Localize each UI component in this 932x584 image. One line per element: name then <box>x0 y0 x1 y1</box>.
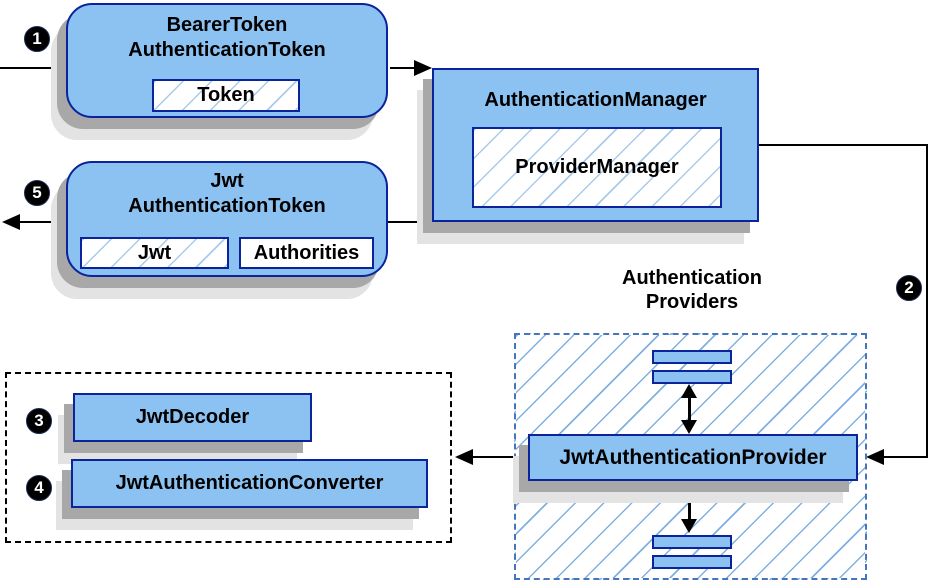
arrowhead-into-converters-icon <box>455 449 473 465</box>
step-badge-1-number: 1 <box>32 29 42 48</box>
node-jwt-authentication-provider: JwtAuthenticationProvider <box>528 434 858 481</box>
arrowhead-into-providers-icon <box>866 449 884 465</box>
node-jwt-token-title-line1: Jwt <box>210 170 244 192</box>
step-badge-2: 2 <box>896 275 922 301</box>
label-authentication-providers-line2: Providers <box>645 291 739 313</box>
node-jwt-authentication-converter-label: JwtAuthenticationConverter <box>115 472 384 494</box>
node-bearer-token-title-line1: BearerToken <box>166 14 288 36</box>
node-bearer-token-title-line2: AuthenticationToken <box>128 39 326 61</box>
node-jwt-authentication-token: Jwt AuthenticationToken Jwt Authorities <box>66 161 388 277</box>
field-authorities-label: Authorities <box>253 241 360 264</box>
node-authentication-manager-title: AuthenticationManager <box>484 89 707 111</box>
flow-line-manager-to-jwt-token <box>388 221 432 223</box>
flow-line-response-out <box>18 221 66 223</box>
node-bearer-token-title: BearerToken AuthenticationToken <box>68 13 386 63</box>
double-arrow-top-down-icon <box>681 420 697 434</box>
node-jwt-token-title-line2: AuthenticationToken <box>128 195 326 217</box>
double-arrow-top-shaft <box>688 396 691 422</box>
provider-slot-bar-top-1 <box>652 350 732 364</box>
step-badge-5: 5 <box>24 180 50 206</box>
node-jwt-decoder: JwtDecoder <box>73 393 312 442</box>
step-badge-1: 1 <box>24 26 50 52</box>
field-token: Token <box>152 79 300 112</box>
node-authentication-manager: AuthenticationManager ProviderManager <box>432 68 759 222</box>
arrowhead-into-authentication-manager-icon <box>414 60 432 76</box>
field-jwt: Jwt <box>80 237 229 269</box>
field-provider-manager-label: ProviderManager <box>515 156 679 178</box>
provider-slot-bar-top-2 <box>652 370 732 384</box>
field-provider-manager: ProviderManager <box>472 127 722 208</box>
node-bearer-token-authentication-token: BearerToken AuthenticationToken Token <box>66 3 388 118</box>
node-jwt-authentication-provider-label: JwtAuthenticationProvider <box>559 445 827 469</box>
step-badge-4: 4 <box>26 475 52 501</box>
flow-line-request-in <box>0 67 66 69</box>
double-arrow-bottom-up-icon <box>681 489 697 503</box>
field-jwt-label: Jwt <box>137 241 172 264</box>
flow-line-into-providers <box>882 456 928 458</box>
step-badge-2-number: 2 <box>904 278 914 297</box>
node-jwt-authentication-converter: JwtAuthenticationConverter <box>71 459 428 508</box>
flow-line-right-vertical <box>926 144 928 458</box>
field-token-label: Token <box>197 84 255 106</box>
label-authentication-providers: Authentication Providers <box>557 266 827 314</box>
provider-slot-bar-bottom-2 <box>652 555 732 569</box>
double-arrow-bottom-down-icon <box>681 519 697 533</box>
step-badge-3: 3 <box>26 408 52 434</box>
label-authentication-providers-line1: Authentication <box>622 267 762 289</box>
group-jwt-converters <box>5 372 452 543</box>
field-authorities: Authorities <box>239 237 374 269</box>
arrowhead-response-out-icon <box>2 214 20 230</box>
flow-line-bearer-to-manager <box>390 67 416 69</box>
step-badge-4-number: 4 <box>34 478 44 497</box>
node-jwt-token-title: Jwt AuthenticationToken <box>68 169 386 219</box>
flow-line-manager-right <box>759 144 928 146</box>
node-jwt-decoder-label: JwtDecoder <box>135 406 250 428</box>
double-arrow-top-up-icon <box>681 384 697 398</box>
step-badge-3-number: 3 <box>34 411 44 430</box>
flow-line-provider-to-converters <box>471 456 528 458</box>
provider-slot-bar-bottom-1 <box>652 535 732 549</box>
step-badge-5-number: 5 <box>32 183 42 202</box>
double-arrow-bottom-shaft <box>688 501 691 521</box>
